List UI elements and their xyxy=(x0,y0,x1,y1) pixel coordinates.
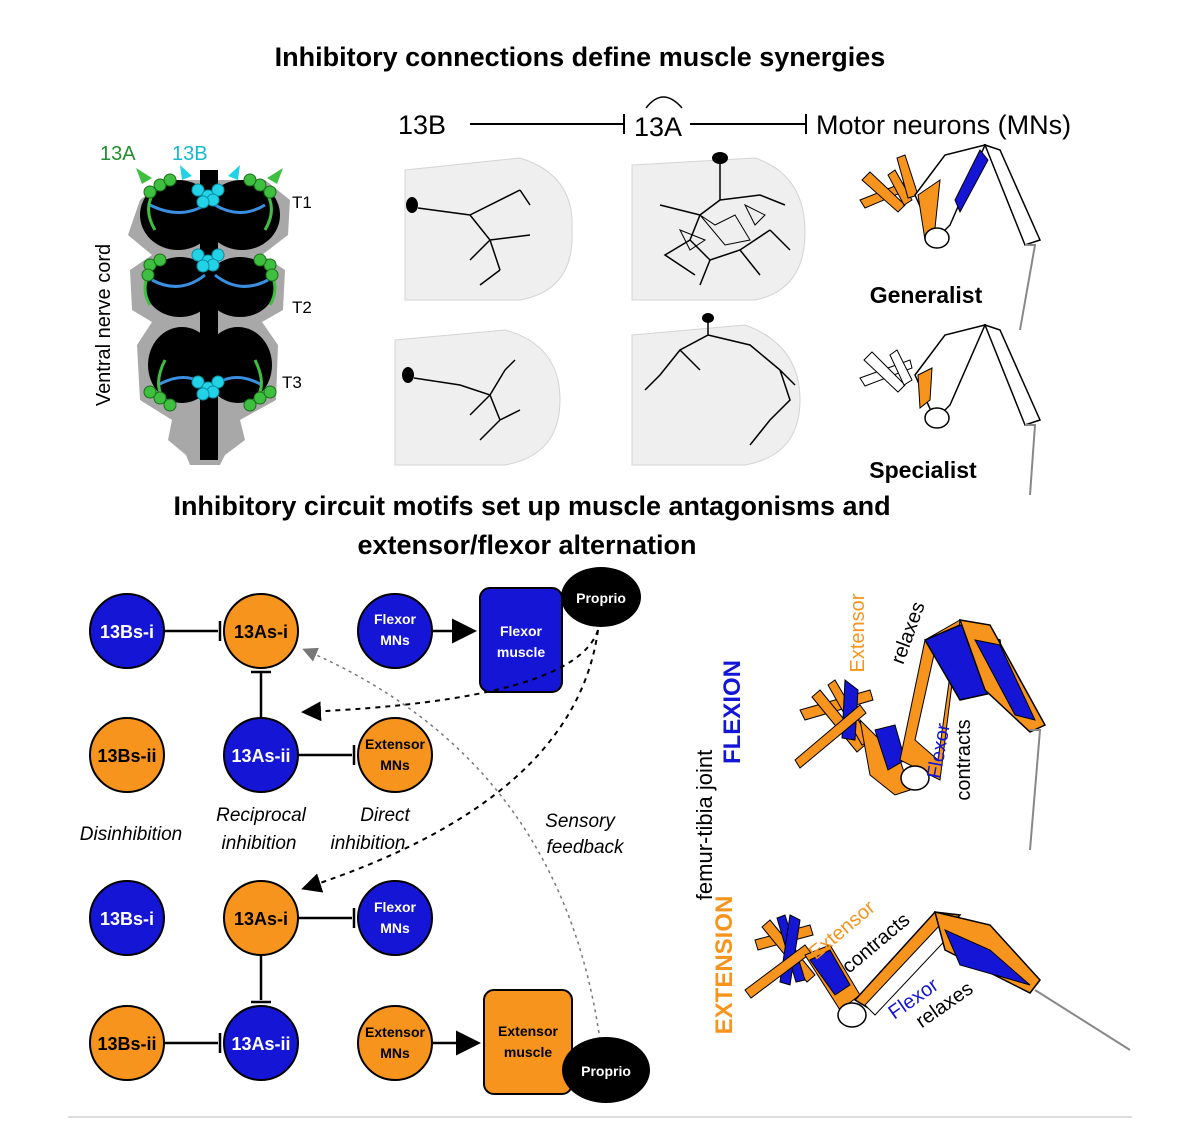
label-sensory-2: feedback xyxy=(546,837,625,858)
pathway-13b: 13B xyxy=(398,110,446,140)
vnc-side-label: Ventral nerve cord xyxy=(93,244,115,406)
extensor-muscle-box xyxy=(483,989,573,1095)
joint-axis-label: femur-tibia joint xyxy=(692,750,717,900)
circuit-bottom xyxy=(89,880,650,1103)
label-flexor-mns-bottom-1: Flexor xyxy=(374,899,417,915)
label-extensor-mns-top-1: Extensor xyxy=(365,736,425,752)
segment-t2: T2 xyxy=(292,298,312,317)
label-13as-i-top: 13As-i xyxy=(234,622,288,642)
label-13as-ii-top: 13As-ii xyxy=(231,746,290,766)
label-extensor-muscle-1: Extensor xyxy=(498,1023,558,1039)
node-extensor-mns-top xyxy=(357,717,433,793)
self-inhibition-arc xyxy=(645,96,683,109)
label-reciprocal-2: inhibition xyxy=(222,833,297,854)
label-13a-green: 13A xyxy=(100,143,136,165)
label-13as-ii-bottom: 13As-ii xyxy=(231,1034,290,1054)
label-13bs-i-bottom: 13Bs-i xyxy=(100,909,154,929)
segment-t3: T3 xyxy=(282,373,302,392)
cyan-arrowhead-left xyxy=(180,165,192,180)
green-arrowhead-right xyxy=(267,168,283,184)
proprio-top xyxy=(561,567,641,627)
node-flexor-mns-top xyxy=(357,593,433,669)
bottom-title-line1: Inhibitory circuit motifs set up muscle … xyxy=(173,491,890,521)
label-generalist: Generalist xyxy=(870,282,983,308)
label-specialist: Specialist xyxy=(869,457,977,483)
label-flexor-mns-top-2: MNs xyxy=(380,632,410,648)
proprio-bottom xyxy=(562,1037,650,1103)
node-flexor-mns-bottom xyxy=(357,880,433,956)
t1-left-lobe xyxy=(140,180,216,250)
circuit-top xyxy=(89,567,641,1041)
label-13as-i-bottom: 13As-i xyxy=(234,909,288,929)
leg-generalist xyxy=(859,143,1042,331)
morphology-13b-generalist xyxy=(404,157,573,301)
flexor-muscle-box xyxy=(479,587,563,693)
pathway: 13B 13A Motor neurons (MNs) xyxy=(398,96,1071,142)
vnc-diagram xyxy=(128,165,290,465)
morphology-13b-specialist xyxy=(394,329,561,466)
label-extensor-muscle-2: muscle xyxy=(504,1044,552,1060)
t1-right-lobe xyxy=(204,180,280,250)
node-extensor-mns-bottom xyxy=(357,1005,433,1081)
label-extensor-mns-top-2: MNs xyxy=(380,757,410,773)
bottom-title-line2: extensor/flexor alternation xyxy=(357,530,696,560)
label-direct-2: inhibition xyxy=(331,833,406,854)
leg-flexion xyxy=(794,619,1047,851)
label-13bs-ii-top: 13Bs-ii xyxy=(97,746,156,766)
label-proprio-top: Proprio xyxy=(576,590,626,606)
node-13as-ii-top xyxy=(223,717,299,793)
node-13bs-i-top xyxy=(89,593,165,669)
cyan-arrowhead-right xyxy=(228,165,240,180)
leg-specialist xyxy=(859,323,1042,496)
label-extension: EXTENSION xyxy=(711,896,738,1035)
green-arrowhead-left xyxy=(136,168,152,184)
leg-extension xyxy=(744,910,1131,1051)
label-direct-1: Direct xyxy=(360,805,410,826)
node-13bs-ii-top xyxy=(89,717,165,793)
label-flexor-muscle-2: muscle xyxy=(497,644,545,660)
label-sensory-1: Sensory xyxy=(545,811,616,832)
label-13bs-i-top: 13Bs-i xyxy=(100,622,154,642)
label-extensor-mns-bottom-2: MNs xyxy=(380,1045,410,1061)
node-13as-i-top xyxy=(223,593,299,669)
label-disinhibition: Disinhibition xyxy=(80,824,182,845)
label-13b-cyan: 13B xyxy=(172,143,208,165)
flex-extensor-label: Extensor xyxy=(847,593,869,672)
label-flexor-mns-bottom-2: MNs xyxy=(380,920,410,936)
node-13as-i-bottom xyxy=(223,880,299,956)
node-13as-ii-bottom xyxy=(223,1005,299,1081)
label-flexor-mns-top-1: Flexor xyxy=(374,611,417,627)
label-13bs-ii-bottom: 13Bs-ii xyxy=(97,1034,156,1054)
label-flexor-muscle-1: Flexor xyxy=(500,623,543,639)
node-13bs-i-bottom xyxy=(89,880,165,956)
node-13bs-ii-bottom xyxy=(89,1005,165,1081)
morphology-13a-specialist xyxy=(631,313,801,466)
label-extensor-mns-bottom-1: Extensor xyxy=(365,1024,425,1040)
label-flexion: FLEXION xyxy=(719,660,746,764)
label-reciprocal-1: Reciprocal xyxy=(216,805,307,826)
pathway-13a: 13A xyxy=(634,112,682,142)
top-title: Inhibitory connections define muscle syn… xyxy=(275,42,886,72)
flex-contracts-label: contracts xyxy=(953,719,975,800)
label-proprio-bottom: Proprio xyxy=(581,1063,631,1079)
vnc-connective xyxy=(200,170,218,460)
segment-t1: T1 xyxy=(292,193,312,212)
morphology-13a-generalist xyxy=(631,152,806,301)
pathway-mns: Motor neurons (MNs) xyxy=(816,110,1071,140)
